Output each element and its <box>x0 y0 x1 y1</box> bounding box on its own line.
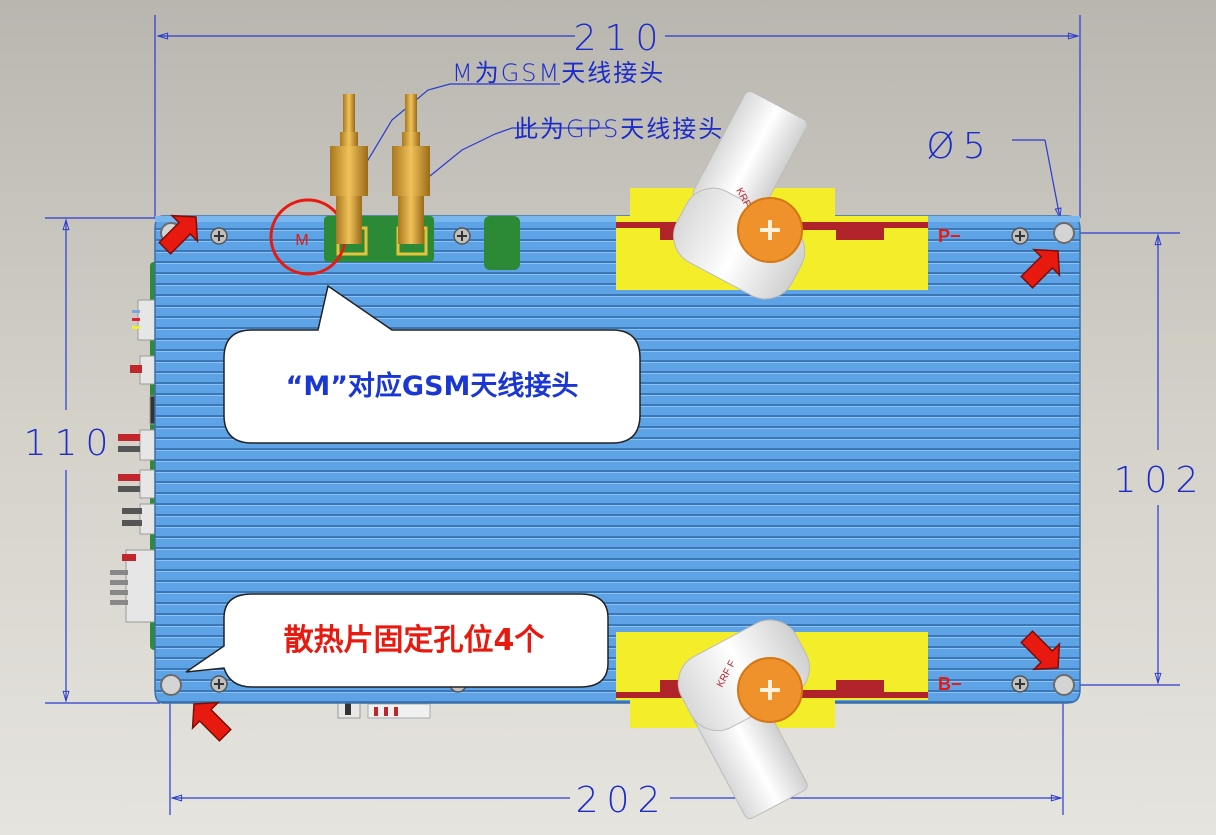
annotation-gsm-connector: M为GSM天线接头 <box>452 59 665 87</box>
annotation-gps-connector: 此为GPS天线接头 <box>514 115 724 143</box>
mount-hole-bottom-left <box>160 674 182 696</box>
gps-antenna-connector <box>392 94 430 244</box>
gsm-antenna-connector <box>330 94 368 244</box>
mount-hole-top-right <box>1053 222 1075 244</box>
dim-left-height: 110 <box>24 423 117 464</box>
gsm-callout-text: “M”对应GSM天线接头 <box>286 370 579 402</box>
holes-callout-text: 散热片固定孔位4个 <box>284 623 546 658</box>
p-minus-cable-lug: KRF F <box>673 91 808 300</box>
arrow-bottom-left-icon <box>191 701 232 742</box>
dim-bottom-width: 202 <box>576 780 669 821</box>
label-p-minus: P− <box>938 226 961 246</box>
label-b-minus: B− <box>938 674 962 694</box>
mount-hole-bottom-right <box>1053 674 1075 696</box>
arrow-bottom-right-icon <box>1020 630 1061 671</box>
gsm-callout: “M”对应GSM天线接头 <box>223 284 641 444</box>
dim-hole-diameter: Ø5 <box>926 126 993 167</box>
dim-right-height: 102 <box>1114 460 1207 501</box>
dimension-labels: 210 202 110 102 Ø5 M为GSM天线接头 此为GPS天线接头 <box>24 18 1207 821</box>
arrow-top-left-icon <box>158 214 199 255</box>
arrow-top-right-icon <box>1020 248 1061 289</box>
b-minus-cable-lug: KRF F <box>677 619 810 819</box>
dim-top-width: 210 <box>574 18 667 59</box>
holes-callout: 散热片固定孔位4个 <box>185 593 609 688</box>
hole-arrows <box>158 214 1061 742</box>
antenna-connectors <box>330 94 430 244</box>
board-m-marker: M <box>295 232 308 249</box>
